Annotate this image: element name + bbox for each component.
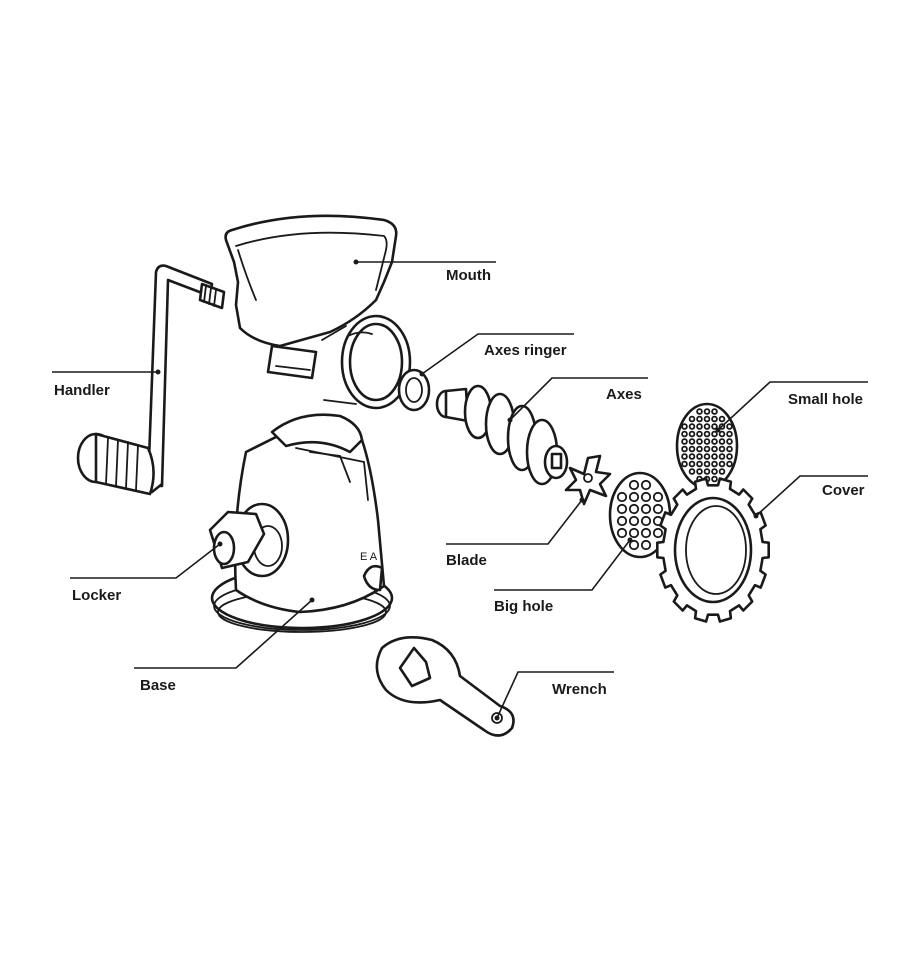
plate-hole [688, 415, 696, 423]
plate-hole [718, 453, 726, 460]
plate-hole [640, 491, 652, 503]
cover-part [656, 477, 770, 623]
plate-hole [640, 479, 652, 491]
plate-hole [681, 438, 688, 445]
plate-hole [688, 460, 696, 468]
plate-hole [696, 438, 703, 445]
plate-hole [688, 438, 696, 445]
plate-hole [628, 479, 640, 491]
plate-hole [696, 430, 703, 438]
mouth-part [224, 214, 412, 410]
label-handler: Handler [54, 382, 110, 399]
plate-hole [718, 460, 726, 468]
plate-hole [711, 445, 718, 453]
plate-hole [628, 515, 640, 527]
axes-part [435, 384, 569, 486]
plate-hole [681, 460, 688, 468]
plate-hole [640, 503, 652, 515]
plate-hole [696, 408, 703, 415]
axes-ringer-part [397, 368, 431, 412]
plate-hole [711, 468, 718, 475]
plate-hole [628, 527, 640, 539]
plate-hole [640, 539, 652, 551]
label-big-hole: Big hole [494, 598, 553, 615]
plate-hole [696, 453, 703, 460]
plate-hole [718, 468, 726, 475]
label-axes: Axes [606, 386, 642, 403]
label-blade: Blade [446, 552, 487, 569]
plate-hole [688, 453, 696, 460]
plate-hole [718, 445, 726, 453]
plate-hole [711, 438, 718, 445]
plate-hole [628, 491, 640, 503]
plate-hole [703, 445, 711, 453]
plate-hole [703, 438, 711, 445]
plate-hole [640, 515, 652, 527]
plate-hole [703, 468, 711, 475]
plate-hole [696, 468, 703, 475]
plate-hole [681, 423, 688, 430]
plate-hole [703, 408, 711, 415]
label-small-hole: Small hole [788, 391, 863, 408]
plate-hole [703, 460, 711, 468]
plate-hole [628, 539, 640, 551]
plate-hole [628, 503, 640, 515]
plate-hole [726, 438, 733, 445]
plate-hole [616, 491, 628, 503]
plate-hole [711, 460, 718, 468]
label-mouth: Mouth [446, 267, 491, 284]
locker-part [208, 502, 290, 578]
plate-hole [681, 445, 688, 453]
plate-hole [711, 423, 718, 430]
plate-hole [703, 453, 711, 460]
plate-hole [688, 468, 696, 475]
plate-hole [681, 430, 688, 438]
plate-hole [652, 527, 664, 539]
plate-hole [703, 415, 711, 423]
plate-hole [696, 445, 703, 453]
plate-hole [696, 460, 703, 468]
plate-hole [616, 503, 628, 515]
plate-hole [703, 430, 711, 438]
plate-hole [711, 415, 718, 423]
plate-hole [696, 423, 703, 430]
plate-hole [688, 423, 696, 430]
base-marking: E A [360, 551, 378, 563]
plate-hole [718, 430, 726, 438]
plate-hole [718, 415, 726, 423]
plate-hole [726, 423, 733, 430]
plate-hole [616, 527, 628, 539]
plate-hole [726, 460, 733, 468]
label-base: Base [140, 677, 176, 694]
small-hole-plate-part [675, 402, 739, 490]
label-wrench: Wrench [552, 681, 607, 698]
plate-hole [652, 491, 664, 503]
big-hole-plate-part [608, 471, 672, 559]
plate-hole [718, 423, 726, 430]
label-locker: Locker [72, 587, 121, 604]
plate-hole [726, 453, 733, 460]
plate-hole [688, 430, 696, 438]
plate-hole [652, 503, 664, 515]
leader-lines [52, 259, 868, 721]
plate-hole [681, 453, 688, 460]
label-axes-ringer: Axes ringer [484, 342, 567, 359]
plate-hole [616, 515, 628, 527]
plate-hole [726, 430, 733, 438]
label-cover: Cover [822, 482, 865, 499]
plate-hole [718, 438, 726, 445]
wrench-part [375, 636, 515, 737]
plate-hole [696, 415, 703, 423]
plate-hole [711, 453, 718, 460]
plate-hole [711, 430, 718, 438]
plate-hole [640, 527, 652, 539]
plate-hole [711, 475, 718, 483]
handler-part [76, 264, 226, 496]
plate-hole [726, 445, 733, 453]
plate-hole [711, 408, 718, 415]
plate-hole [688, 445, 696, 453]
blade-part [564, 454, 612, 506]
plate-hole [703, 423, 711, 430]
